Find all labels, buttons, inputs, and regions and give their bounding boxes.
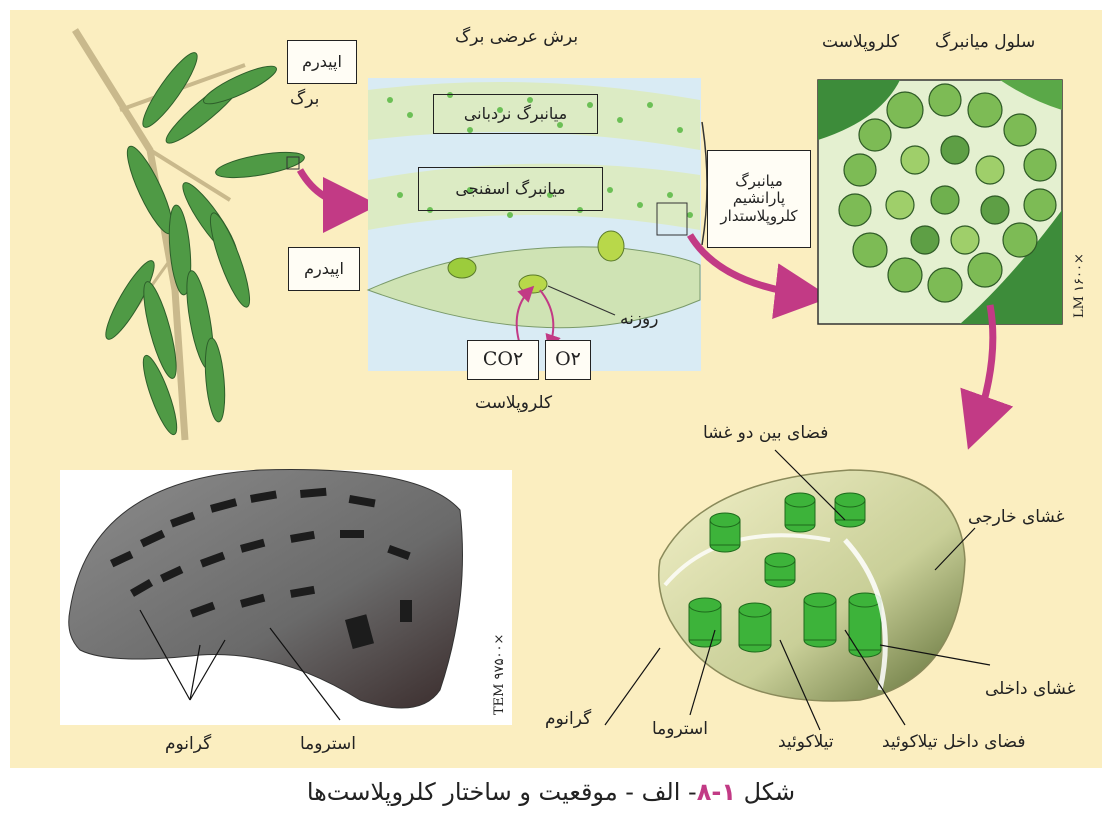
thylakoid-space-label: فضای داخل تیلاکوئید: [882, 733, 1026, 752]
mesophyll-cell-label: سلول میانبرگ: [935, 33, 1035, 52]
cross-section-title: برش عرضی برگ: [455, 28, 578, 47]
epidermis-bottom-box: اپیدرم: [288, 247, 360, 291]
inner-membrane-label: غشای داخلی: [985, 680, 1076, 699]
lm-scale-label: LM ۱۶۰۰×: [1072, 253, 1087, 318]
mesophyll-parenchyma-box: میانبرگ پارانشیم کلروپلاستدار: [707, 150, 811, 248]
thylakoid-label: تیلاکوئید: [778, 733, 834, 752]
stoma-label: روزنه: [620, 310, 658, 329]
intermembrane-space-label: فضای بین دو غشا: [703, 424, 828, 443]
o2-box: O۲: [545, 340, 591, 380]
mesophyll-cell-micrograph: [818, 80, 1062, 324]
caption-number: ۱-۸: [697, 778, 736, 806]
figure-caption: شکل ۱-۸- الف - موقعیت و ساختار کلروپلاست…: [0, 778, 1102, 806]
zoom-arrow-1: [300, 170, 358, 205]
spongy-mesophyll-box: میانبرگ اسفنجی: [418, 167, 603, 211]
chloroplast-3d-model: [605, 450, 990, 730]
chloroplast-mid-label: کلروپلاست: [475, 394, 552, 413]
caption-text: - الف - موقعیت و ساختار کلروپلاست‌ها: [307, 778, 697, 806]
leaf-label: برگ: [290, 90, 319, 109]
stroma-right-label: استروما: [652, 720, 708, 739]
epidermis-top-box: اپیدرم: [287, 40, 357, 84]
granum-left-label: گرانوم: [165, 735, 211, 754]
chloroplast-top-label: کلروپلاست: [822, 33, 899, 52]
palisade-mesophyll-box: میانبرگ نردبانی: [433, 94, 598, 134]
chloroplast-tem-micrograph: [60, 470, 512, 726]
tem-scale-label: TEM ۹۷۵۰۰×: [492, 634, 507, 715]
stroma-left-label: استروما: [300, 735, 356, 754]
granum-right-label: گرانوم: [545, 710, 591, 729]
caption-prefix: شکل: [744, 778, 796, 806]
co2-box: CO۲: [467, 340, 539, 380]
leaf-branch-illustration: [75, 30, 306, 440]
outer-membrane-label: غشای خارجی: [968, 508, 1065, 527]
